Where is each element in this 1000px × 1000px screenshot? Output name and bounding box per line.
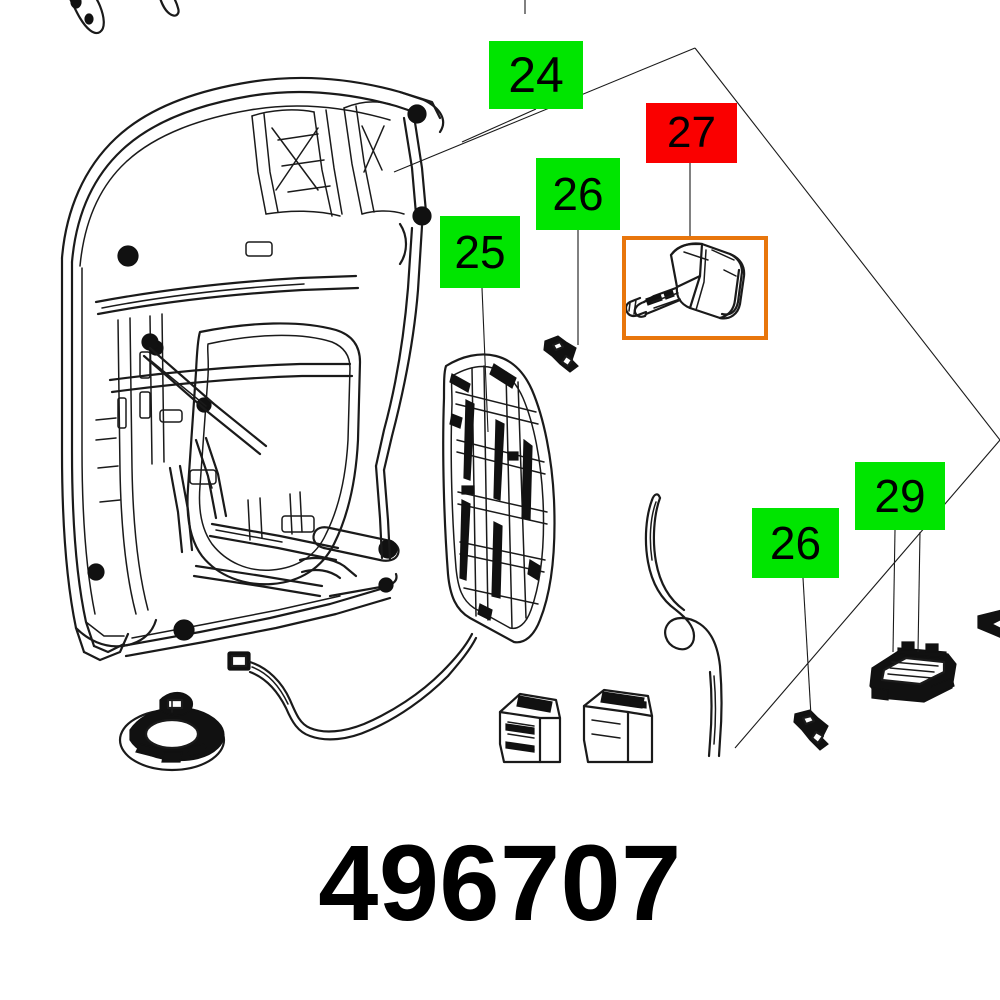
part-curved-hose [644,493,723,758]
leader-25 [481,287,489,433]
leader-29-a [892,529,896,653]
callout-badge-27-selected[interactable]: 27 [646,103,737,163]
leader-lines [461,108,921,717]
callout-label: 26 [769,517,822,569]
part-fragment-right-edge [977,609,1000,638]
callout-label: 24 [508,47,564,103]
callout-label: 29 [874,470,926,522]
part-connector-blocks [498,688,654,764]
top-fragment-small [159,0,180,17]
leader-26-lower [802,577,812,717]
callout-label: 27 [667,108,716,157]
callout-badge-26-lower[interactable]: 26 [752,508,839,578]
part-clip-upper [543,335,579,373]
part-motor-actuator [624,242,746,320]
part-connector-module [869,641,957,703]
selected-part-frame[interactable] [622,236,768,340]
callout-badge-24[interactable]: 24 [489,41,583,109]
callout-badge-25[interactable]: 25 [440,216,520,288]
part-fan-rotor [118,691,226,772]
callout-label: 25 [454,226,506,278]
part-housing-frame [60,76,445,662]
callout-badge-29[interactable]: 29 [855,462,945,530]
part-clip-lower [793,709,829,751]
construction-lines [393,0,1000,749]
part-number-caption: 496707 [318,822,682,943]
top-fragment-bracket [69,0,105,35]
callout-label: 26 [552,168,604,220]
part-trim-panel [442,353,556,644]
callout-badge-26-upper[interactable]: 26 [536,158,620,230]
leader-29-b [917,531,921,653]
leader-24 [461,108,537,143]
part-wiring-harness-left [227,632,478,741]
